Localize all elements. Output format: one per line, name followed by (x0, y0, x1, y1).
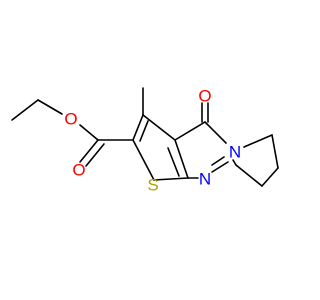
bond-c2-c3-double-b (139, 120, 149, 142)
thiophene-sulfur-label: S (147, 176, 158, 195)
imine-nitrogen-label: N (199, 170, 211, 189)
bond-ch2-ch2 (271, 134, 279, 169)
bond-c2-s (132, 139, 155, 181)
ester-ether-oxygen-label: O (64, 110, 77, 129)
molecule-canvas: O O O N N S (11, 86, 279, 195)
fused-nitrogen-label: N (229, 143, 241, 162)
bond-ch2-ch2-b (261, 167, 279, 187)
bond-ester-c-o-double-b (85, 143, 105, 167)
structure-diagram: O O O N N S (11, 87, 279, 195)
bond-ethyl-ch3-ch2 (11, 99, 39, 121)
bond-o-ester-c (79, 124, 99, 141)
bond-n8-c8a-double-a (211, 161, 229, 173)
bond-s-c7a (153, 177, 189, 181)
bond-n5-c8a (232, 159, 237, 166)
bond-c4-n5 (204, 121, 227, 144)
bond-c3-c3a (142, 114, 176, 141)
bond-c3a-c4 (174, 121, 206, 141)
bond-n8-c8a-double-b (211, 156, 225, 166)
bond-ester-c-o-double-a (79, 139, 99, 163)
bond-n5-ch2 (243, 134, 273, 148)
ester-carbonyl-oxygen-label: O (72, 161, 85, 180)
bond-ethyl-ch2-o (37, 99, 63, 115)
bond-ch2-c8a (235, 164, 263, 187)
bond-c2-c3-double-a (132, 114, 144, 141)
carbonyl-oxygen-label: O (198, 87, 211, 106)
bond-c3a-c7a-inner (167, 147, 180, 177)
bond-c3a-c7a (174, 139, 189, 179)
